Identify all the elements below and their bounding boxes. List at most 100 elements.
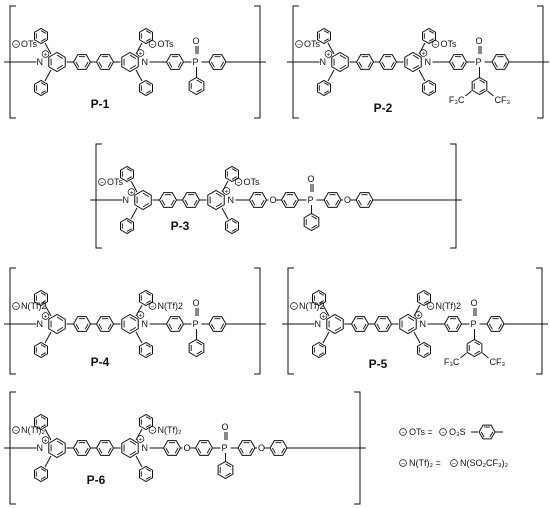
anion-charge: − <box>151 303 155 310</box>
nitrogen-label: N <box>123 195 130 205</box>
double-bond <box>480 431 485 438</box>
double-bond <box>220 61 225 68</box>
double-bond <box>260 199 265 206</box>
double-bond <box>145 476 151 480</box>
anion-charge: − <box>297 41 301 48</box>
double-bond <box>40 82 46 86</box>
nitrogen-label: N <box>420 319 427 329</box>
double-bond <box>40 38 46 42</box>
phosphorus-label: P <box>193 319 199 329</box>
cation-charge: + <box>417 312 421 319</box>
double-bond <box>423 344 429 348</box>
nitrogen-label: N <box>142 443 149 453</box>
anion-charge-circle <box>234 178 243 186</box>
nitrogen-label: N <box>228 195 235 205</box>
double-bond <box>129 327 137 332</box>
double-bond <box>177 61 182 68</box>
cf3-label: F₃C <box>444 357 460 367</box>
bond <box>465 90 472 97</box>
legend-minus: − <box>452 460 456 467</box>
bond <box>130 207 138 220</box>
anion-charge: − <box>14 427 18 434</box>
double-bond <box>455 323 460 330</box>
phenyl-ring <box>217 460 234 480</box>
double-bond <box>271 447 276 454</box>
cation-charge: + <box>44 51 48 58</box>
phenyl-ring <box>34 27 48 45</box>
double-bond <box>196 341 203 346</box>
double-bond <box>407 327 415 332</box>
double-bond <box>479 88 486 93</box>
bracket-left <box>95 143 102 249</box>
double-bond <box>503 61 508 68</box>
double-bond <box>129 65 137 70</box>
cf3-label: CF₃ <box>490 357 506 367</box>
pyridinium-ring-left <box>48 437 66 459</box>
anion-label-left: N(Tf)2 <box>21 301 47 311</box>
ether-oxygen: O <box>344 195 351 205</box>
double-bond <box>142 203 150 208</box>
cation-charge-circle <box>324 50 333 58</box>
cation-charge: + <box>139 50 143 57</box>
anion-charge: − <box>14 303 18 310</box>
bond <box>44 42 52 55</box>
cation-charge-circle <box>41 50 50 58</box>
double-bond <box>423 352 429 356</box>
double-bond <box>145 416 151 420</box>
double-bond <box>493 61 498 68</box>
double-bond <box>451 61 456 68</box>
double-bond <box>489 431 494 438</box>
double-bond <box>126 220 132 224</box>
cation-charge: + <box>322 313 326 320</box>
double-bond <box>129 440 137 445</box>
phenyl-ring <box>317 27 331 45</box>
cation-charge-circle <box>319 312 328 320</box>
bond <box>487 90 494 97</box>
double-bond <box>323 90 329 94</box>
cation-charge-circle <box>41 312 50 320</box>
phenyl-ring <box>34 413 48 431</box>
double-bond <box>210 323 215 330</box>
phosphorus-label: P <box>193 57 199 67</box>
double-bond <box>170 199 175 206</box>
anion-legend: −OTs =−O₃S−N(Tf)₂ =−N(SO₂CF₃)₂ <box>399 424 509 468</box>
pyridinium-ring-right <box>121 51 139 73</box>
legend-minus: − <box>441 429 445 436</box>
double-bond <box>367 199 372 206</box>
bond <box>44 304 52 317</box>
double-bond <box>75 61 80 68</box>
double-bond <box>283 199 288 206</box>
double-bond <box>428 30 434 34</box>
cation-charge: + <box>225 188 229 195</box>
anion-charge-circle <box>431 40 440 48</box>
double-bond <box>107 61 112 68</box>
anion-charge-circle <box>12 426 20 434</box>
double-bond <box>249 447 254 454</box>
phenyl-ring <box>303 212 320 232</box>
cation-charge: + <box>44 313 48 320</box>
polymer-label: P-2 <box>374 101 393 115</box>
double-bond <box>168 61 173 68</box>
phenyl-ring <box>34 465 48 483</box>
double-bond <box>145 344 151 348</box>
pyridinium-ring-left <box>134 189 152 211</box>
double-bond <box>145 352 151 356</box>
tolyl-ring <box>478 424 496 440</box>
anion-charge: − <box>429 303 433 310</box>
oxygen-label: O <box>308 174 315 184</box>
double-bond <box>197 447 202 454</box>
double-bond <box>318 292 324 296</box>
double-bond <box>292 199 297 206</box>
legend-minus-circle <box>399 459 407 467</box>
phosphorus-label: P <box>222 443 228 453</box>
bond <box>322 304 330 317</box>
double-bond <box>323 38 329 42</box>
double-bond <box>56 316 64 321</box>
anion-charge-circle <box>98 178 106 186</box>
legend-ntf-label: N(Tf)₂ = <box>409 458 441 468</box>
double-bond <box>107 447 112 454</box>
double-bond <box>196 79 203 84</box>
double-bond <box>210 61 215 68</box>
double-bond <box>107 323 112 330</box>
